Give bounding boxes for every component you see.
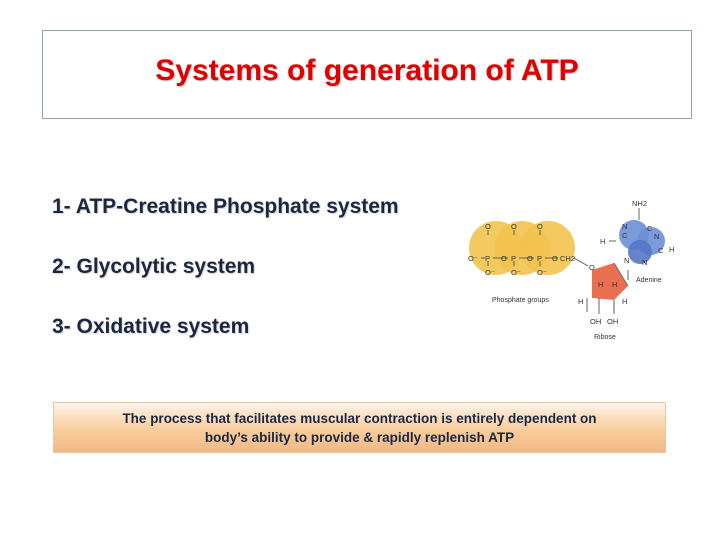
svg-text:O: O — [527, 254, 533, 263]
svg-text:O⁻: O⁻ — [511, 268, 521, 277]
svg-text:CH2: CH2 — [560, 254, 575, 263]
page-title: Systems of generation of ATP — [155, 53, 579, 87]
svg-text:O: O — [552, 254, 558, 263]
svg-text:O: O — [537, 222, 543, 231]
phosphate-groups-label: Phosphate groups — [492, 297, 549, 304]
svg-text:O⁻: O⁻ — [468, 254, 478, 263]
bonds — [481, 208, 640, 314]
atp-structure-diagram: O O O O⁻ P O P O P O CH2 O⁻ O⁻ O⁻ O H H … — [468, 199, 674, 341]
svg-text:O: O — [501, 254, 507, 263]
banner-line-2: body’s ability to provide & rapidly repl… — [204, 429, 515, 445]
svg-text:H: H — [612, 280, 617, 289]
svg-text:N: N — [642, 258, 647, 267]
phosphate-group-spheres — [469, 221, 575, 275]
svg-text:O: O — [589, 263, 595, 272]
adenine-spheres — [619, 220, 665, 264]
svg-text:OH: OH — [607, 317, 618, 326]
ribose-ring — [592, 263, 628, 300]
banner-line-1: The process that facilitates muscular co… — [122, 410, 597, 426]
system-item-1: 1- ATP-Creatine Phosphate system — [52, 195, 399, 218]
svg-text:P: P — [537, 254, 542, 263]
svg-text:O⁻: O⁻ — [537, 268, 547, 277]
svg-text:OH: OH — [590, 317, 601, 326]
svg-text:C: C — [647, 224, 653, 233]
svg-text:H: H — [622, 297, 627, 306]
system-item-2: 2- Glycolytic system — [52, 255, 256, 278]
svg-text:NH2: NH2 — [632, 199, 647, 208]
svg-text:P: P — [511, 254, 516, 263]
svg-text:H: H — [598, 280, 603, 289]
svg-text:O: O — [511, 222, 517, 231]
svg-text:N: N — [624, 256, 629, 265]
svg-text:H: H — [600, 237, 605, 246]
svg-text:H: H — [578, 297, 583, 306]
atom-labels: O O O O⁻ P O P O P O CH2 O⁻ O⁻ O⁻ O H H … — [468, 199, 674, 326]
svg-text:O: O — [485, 222, 491, 231]
svg-text:P: P — [485, 254, 490, 263]
svg-text:H: H — [669, 245, 674, 254]
ribose-label: Ribose — [594, 334, 616, 341]
svg-text:C: C — [658, 246, 664, 255]
svg-text:N: N — [654, 232, 659, 241]
svg-text:N: N — [622, 222, 627, 231]
title-box: Systems of generation of ATP — [42, 30, 692, 119]
adenine-label: Adenine — [636, 277, 662, 284]
svg-text:C: C — [622, 231, 628, 240]
summary-banner: The process that facilitates muscular co… — [53, 402, 666, 453]
system-item-3: 3- Oxidative system — [52, 315, 250, 338]
svg-text:O⁻: O⁻ — [485, 268, 495, 277]
